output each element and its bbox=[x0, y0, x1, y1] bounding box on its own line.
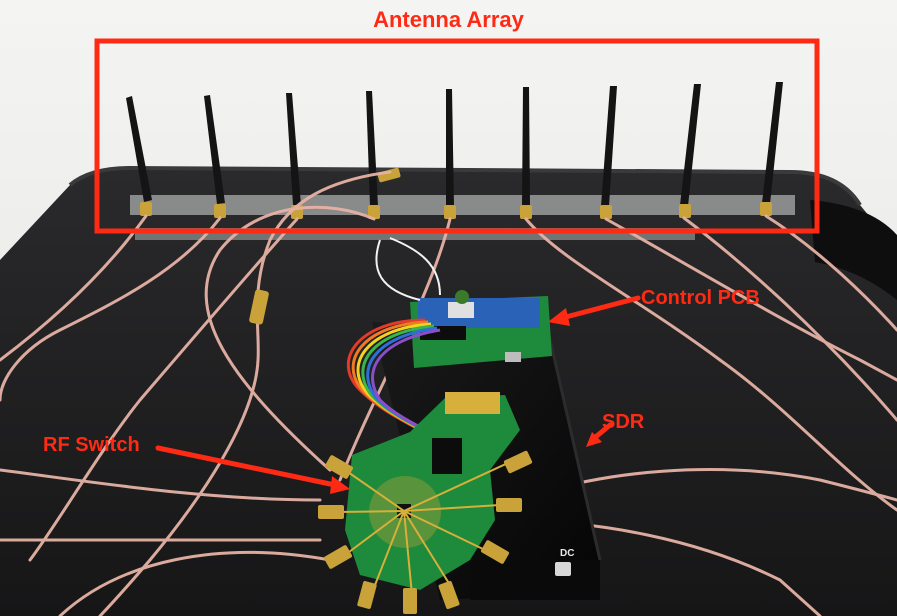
antenna-3 bbox=[286, 93, 301, 205]
antenna-5 bbox=[446, 89, 454, 206]
sdr-end-cap bbox=[470, 560, 600, 600]
tray-handle bbox=[810, 200, 897, 300]
inline-connector bbox=[377, 167, 401, 183]
antenna-connectors bbox=[140, 202, 772, 219]
control-pcb-knob bbox=[455, 290, 469, 304]
antenna-2 bbox=[204, 95, 225, 204]
rf-switch-board bbox=[345, 395, 520, 590]
control-pcb-chip bbox=[448, 302, 474, 318]
rf-switch-connectors bbox=[318, 450, 533, 614]
control-pcb-module bbox=[418, 298, 540, 328]
usb-port bbox=[505, 352, 521, 362]
antenna-6 bbox=[522, 87, 530, 206]
antenna-base-strip bbox=[130, 195, 795, 215]
sdr-enclosure-edge bbox=[546, 329, 602, 561]
rf-switch-header bbox=[432, 438, 462, 474]
antenna-array-box bbox=[94, 38, 820, 234]
rf-switch-label: RF Switch bbox=[43, 434, 140, 456]
antenna-1 bbox=[126, 96, 152, 202]
antenna-group bbox=[126, 82, 783, 206]
rf-switch-edge-connector bbox=[445, 392, 500, 414]
antenna-7 bbox=[601, 86, 617, 206]
antenna-8 bbox=[680, 84, 701, 206]
sdr-label: SDR bbox=[602, 411, 645, 433]
antenna-9 bbox=[762, 82, 783, 204]
dc-port-label: DC bbox=[560, 548, 574, 559]
jumper-wires bbox=[375, 237, 441, 301]
tray-rim bbox=[68, 165, 862, 207]
annotation-arrows bbox=[155, 295, 641, 494]
rf-switch-traces bbox=[337, 461, 511, 596]
dc-port bbox=[555, 562, 571, 576]
antenna-array-label: Antenna Array bbox=[373, 7, 524, 32]
control-pcb-arrow bbox=[559, 295, 641, 321]
coax-cables bbox=[0, 170, 897, 616]
rf-switch-arrow bbox=[155, 445, 338, 488]
antenna-4 bbox=[366, 91, 378, 206]
control-pcb-label: Control PCB bbox=[641, 287, 760, 309]
loose-connector bbox=[249, 289, 269, 325]
